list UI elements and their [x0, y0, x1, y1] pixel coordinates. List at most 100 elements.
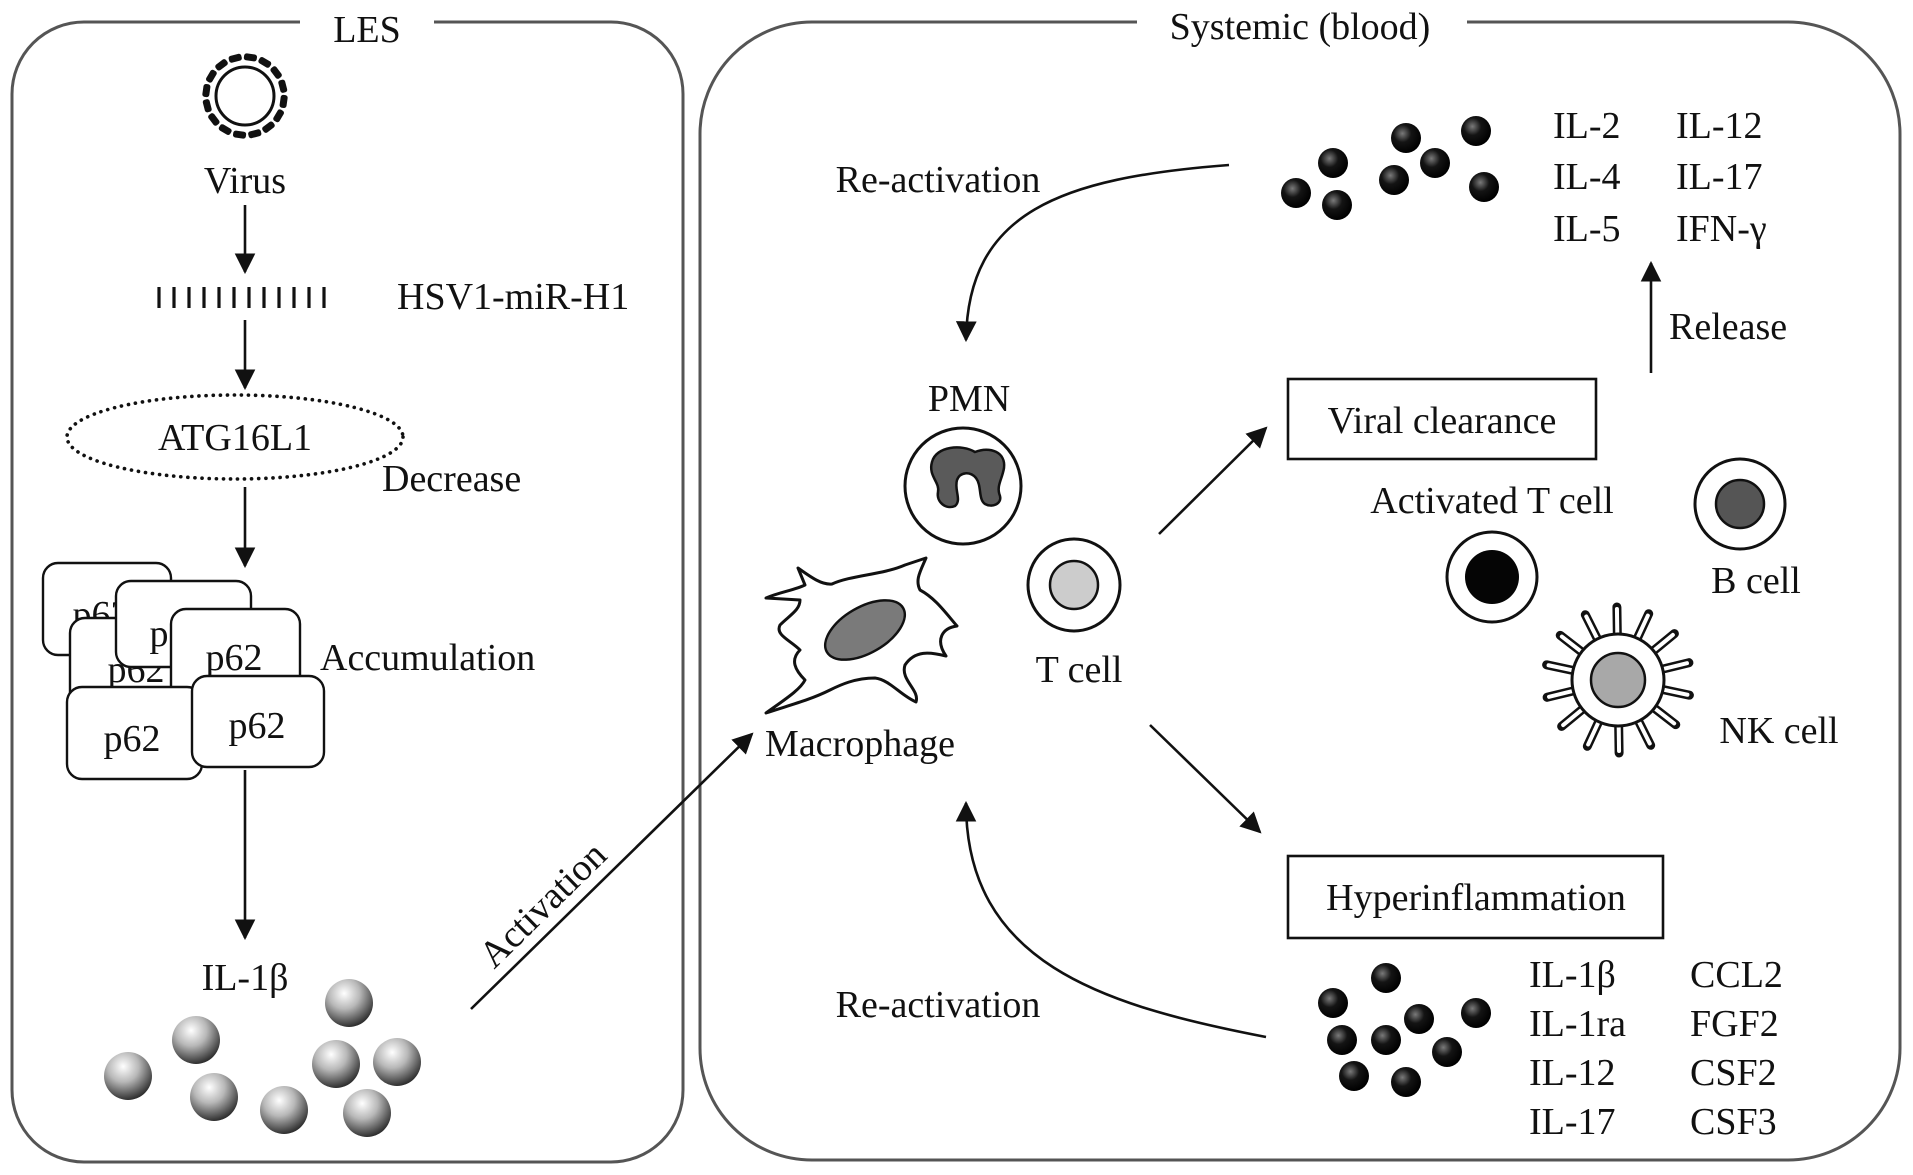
systemic-title-mask — [1137, 8, 1467, 38]
il1b-sphere — [190, 1073, 238, 1121]
macrophage-label: Macrophage — [765, 723, 955, 765]
systemic-panel: Systemic (blood) Re-activation IL-2 IL-4… — [698, 6, 1902, 1162]
cytokine-label: IL-12 — [1529, 1052, 1616, 1094]
p62-box: p62 — [65, 685, 204, 781]
virus-capsomere — [278, 79, 288, 93]
cytokine-dot — [1461, 116, 1491, 146]
nk-cell-icon — [1542, 602, 1694, 758]
virus-capsomere — [206, 69, 217, 83]
decrease-label: Decrease — [382, 458, 521, 500]
arrow-to-hyperinflammation — [1149, 724, 1262, 834]
cytokine-dot — [1469, 172, 1499, 202]
b-cell-icon — [1693, 457, 1787, 551]
virus-capsomere — [243, 53, 258, 62]
cytokine-label: IL-2 — [1553, 105, 1621, 147]
virus-capsomere — [208, 113, 220, 126]
il1b-sphere — [104, 1052, 152, 1100]
cytokine-label: IL-5 — [1553, 208, 1621, 250]
t-cell-nucleus — [1048, 559, 1100, 611]
cytokine-label: IFN-γ — [1676, 208, 1767, 250]
cytokine-dot — [1318, 988, 1348, 1018]
t-cell-label: T cell — [1036, 649, 1123, 691]
virus-capsomere — [202, 83, 211, 98]
il1b-label: IL-1β — [202, 957, 289, 999]
cytokine-dot — [1318, 148, 1348, 178]
cytokine-dot — [1461, 998, 1491, 1028]
p62-box-label: p62 — [104, 718, 161, 760]
reactivation-bottom-label: Re-activation — [836, 984, 1041, 1026]
viral-clearance-frame — [1286, 377, 1598, 461]
atg16l1-ellipse — [65, 393, 405, 481]
virus-capsomere — [248, 129, 262, 139]
cytokine-label: IL-1ra — [1529, 1003, 1626, 1045]
activated-t-cell-label: Activated T cell — [1370, 480, 1613, 522]
t-cell-icon — [1026, 537, 1122, 633]
pmn-cell-membrane — [903, 426, 1023, 546]
virus-label: Virus — [204, 160, 286, 202]
cytokine-dot — [1391, 123, 1421, 153]
hyperinflammation-frame — [1286, 854, 1665, 940]
virus-capsomere — [279, 94, 288, 109]
virus-envelope — [214, 65, 276, 127]
atg16l1-label: ATG16L1 — [158, 417, 312, 459]
virus-capsomere — [258, 57, 272, 68]
accumulation-label: Accumulation — [320, 637, 535, 679]
p62-box-frame — [190, 674, 326, 769]
cytokine-dot — [1391, 1067, 1421, 1097]
cytokine-label: CCL2 — [1690, 954, 1783, 996]
les-panel: LES Virus HSV1-miR-H1 ATG16L1 Decrease p… — [10, 8, 685, 1164]
pmn-nucleus — [929, 446, 1006, 509]
reactivation-top-label: Re-activation — [836, 159, 1041, 201]
pmn-label: PMN — [928, 378, 1010, 420]
virus-capsomere — [270, 66, 282, 79]
viral-clearance-label: Viral clearance — [1328, 400, 1557, 442]
il1b-sphere — [172, 1016, 220, 1064]
macrophage-icon — [764, 556, 959, 715]
hyperinflammation-label: Hyperinflammation — [1326, 877, 1626, 919]
cytokine-list-top: IL-2 IL-4 IL-5 IL-12 IL-17 IFN-γ — [1553, 105, 1767, 250]
virus-capsomere — [228, 53, 242, 63]
cytokine-dot — [1327, 1025, 1357, 1055]
cytokine-label: FGF2 — [1690, 1003, 1779, 1045]
il1b-sphere — [260, 1086, 308, 1134]
arrow-activation — [470, 732, 754, 1010]
arrow-reactivation-top — [955, 163, 1230, 343]
release-label: Release — [1669, 306, 1787, 348]
virus-capsomere-ring — [202, 53, 288, 139]
cytokine-dot — [1339, 1061, 1369, 1091]
il1b-sphere — [312, 1040, 360, 1088]
virus-capsomere — [232, 130, 247, 139]
cytokine-list-bottom: IL-1β IL-1ra IL-12 IL-17 CCL2 FGF2 CSF2 … — [1529, 954, 1783, 1143]
il1b-sphere — [325, 979, 373, 1027]
arrow-reactivation-bottom — [955, 800, 1267, 1039]
p62-box-label: p62 — [206, 637, 263, 679]
activated-t-cell-icon — [1445, 530, 1539, 624]
p62-box: p62 — [190, 674, 326, 769]
nk-cell-nucleus — [1589, 651, 1647, 709]
p62-box-label: p62 — [229, 705, 286, 747]
cytokine-dot — [1432, 1037, 1462, 1067]
cytokine-dot — [1281, 178, 1311, 208]
systemic-panel-title: Systemic (blood) — [1170, 6, 1431, 48]
virus-capsomere — [215, 59, 228, 71]
b-cell-label: B cell — [1711, 560, 1801, 602]
macrophage-nucleus — [823, 599, 907, 661]
virus-icon — [202, 53, 288, 139]
b-cell-nucleus — [1714, 478, 1766, 530]
nk-cell-label: NK cell — [1719, 710, 1838, 752]
activated-t-cell-nucleus — [1465, 550, 1519, 604]
viral-clearance-box: Viral clearance — [1286, 377, 1598, 461]
cytokine-dot — [1322, 190, 1352, 220]
cytokine-label: IL-1β — [1529, 954, 1616, 996]
cytokine-dot — [1371, 963, 1401, 993]
cytokine-label: IL-12 — [1676, 105, 1763, 147]
arrow-to-viral-clearance — [1158, 426, 1268, 535]
virus-capsomere — [202, 99, 212, 113]
mirna-label: HSV1-miR-H1 — [397, 276, 629, 318]
il1b-sphere — [343, 1089, 391, 1137]
released-cytokines-bottom — [1318, 963, 1491, 1097]
virus-capsomere — [273, 109, 284, 123]
hyperinflammation-box: Hyperinflammation — [1286, 854, 1665, 940]
